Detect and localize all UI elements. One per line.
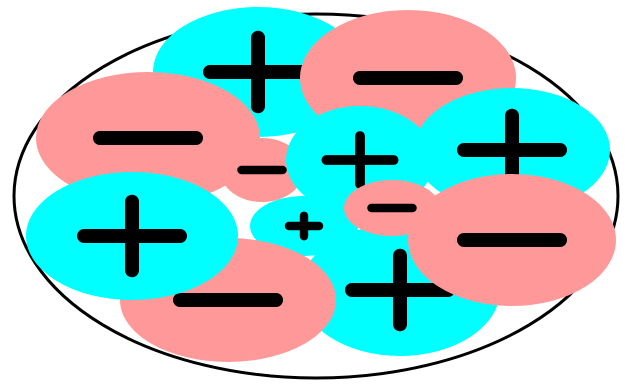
minus-sign-icon: −: [237, 166, 287, 174]
minus-sign-icon: −: [457, 233, 567, 247]
positive-charge: +: [268, 204, 340, 248]
minus-sign-icon: −: [173, 293, 283, 307]
minus-sign-icon: −: [93, 131, 203, 145]
minus-sign-icon: −: [353, 71, 463, 85]
minus-sign-icon: −: [367, 204, 417, 212]
negative-charge: −: [408, 174, 616, 306]
positive-charge: +: [26, 172, 238, 300]
